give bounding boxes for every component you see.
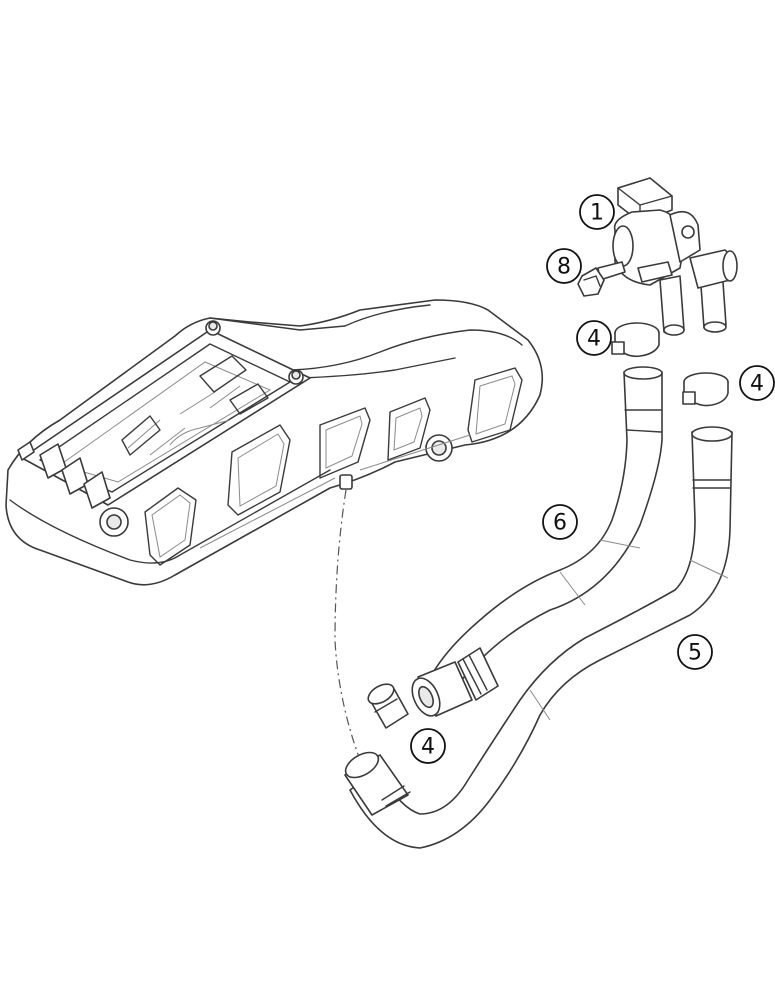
assembly-dash-line — [334, 489, 361, 761]
callout-4-top-left: 4 — [576, 320, 612, 356]
hose-clamp-bottom — [367, 683, 409, 729]
callout-4-bottom: 4 — [410, 728, 446, 764]
callout-8-label: 8 — [557, 255, 571, 280]
callout-1: 1 — [579, 194, 615, 230]
fuel-tank — [5, 299, 544, 586]
hose-clamp-top-left — [611, 322, 660, 358]
callout-6-label: 6 — [553, 511, 567, 536]
callout-4-bottom-label: 4 — [421, 735, 435, 760]
hose-clamp-top-right — [682, 372, 729, 407]
callout-8: 8 — [546, 248, 582, 284]
callout-5-label: 5 — [688, 641, 702, 666]
callout-4-top-right-label: 4 — [750, 372, 764, 397]
callout-6: 6 — [542, 504, 578, 540]
callout-5: 5 — [677, 634, 713, 670]
fuel-hose-6 — [411, 366, 663, 717]
fuel-tap — [612, 177, 738, 336]
callout-4-top-left-label: 4 — [587, 327, 601, 352]
screw — [577, 261, 626, 297]
callout-1-label: 1 — [590, 201, 604, 226]
fuel-hose-5 — [344, 426, 733, 849]
callout-4-top-right: 4 — [739, 365, 775, 401]
